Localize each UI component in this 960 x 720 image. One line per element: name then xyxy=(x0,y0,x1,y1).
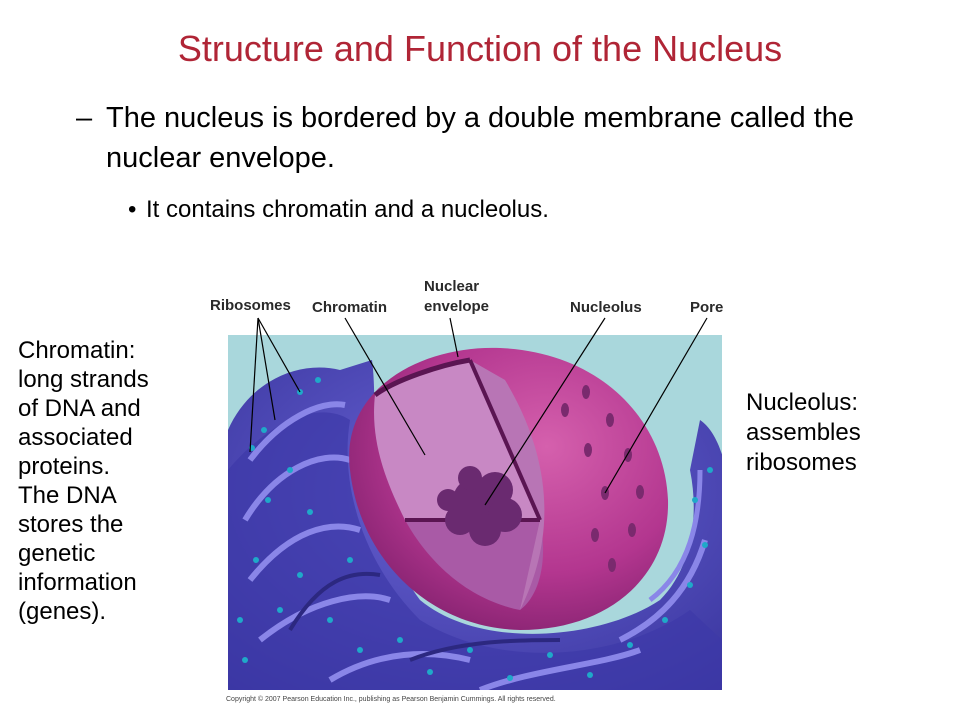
chromatin-note-line: proteins. xyxy=(18,453,111,480)
chromatin-note-line: (genes). xyxy=(18,598,107,625)
dash-marker: – xyxy=(76,102,93,134)
chromatin-note: Chromatin: long strands of DNA and assoc… xyxy=(18,336,208,626)
chromatin-note-line: of DNA and xyxy=(18,395,141,422)
leader-lines xyxy=(249,317,708,506)
nuclear-pores xyxy=(561,385,644,572)
nucleus xyxy=(349,347,669,630)
sub-bullet-text: It contains chromatin and a nucleolus. xyxy=(146,196,549,223)
chromatin-note-line: Chromatin: xyxy=(18,337,136,364)
label-nuclear-line2: envelope xyxy=(424,298,489,315)
chromatin-note-line: long strands xyxy=(18,366,149,393)
label-nucleolus: Nucleolus xyxy=(570,299,642,316)
label-nuclear-line1: Nuclear xyxy=(424,278,479,295)
ribosome-dots xyxy=(237,377,713,681)
chromatin-note-line: associated xyxy=(18,424,133,451)
chromatin-note-line: information xyxy=(18,569,137,596)
label-chromatin: Chromatin xyxy=(312,299,387,316)
chromatin-note-line: stores the xyxy=(18,511,124,538)
nucleolus-note-line: ribosomes xyxy=(746,449,857,476)
bullet-dot-marker: • xyxy=(128,196,137,223)
main-bullet-text: The nucleus is bordered by a double memb… xyxy=(106,102,855,174)
nucleolus-note-line: Nucleolus: xyxy=(746,389,859,416)
chromatin-note-line: The DNA xyxy=(18,482,117,509)
nucleolus-note-line: assembles xyxy=(746,419,861,446)
copyright-notice: Copyright © 2007 Pearson Education Inc.,… xyxy=(226,695,556,703)
label-pore: Pore xyxy=(690,299,723,316)
slide-title: Structure and Function of the Nucleus xyxy=(177,28,783,69)
nucleolus-note: Nucleolus: assembles ribosomes xyxy=(746,388,946,478)
chromatin-note-line: genetic xyxy=(18,540,96,567)
label-ribosomes: Ribosomes xyxy=(210,297,291,314)
